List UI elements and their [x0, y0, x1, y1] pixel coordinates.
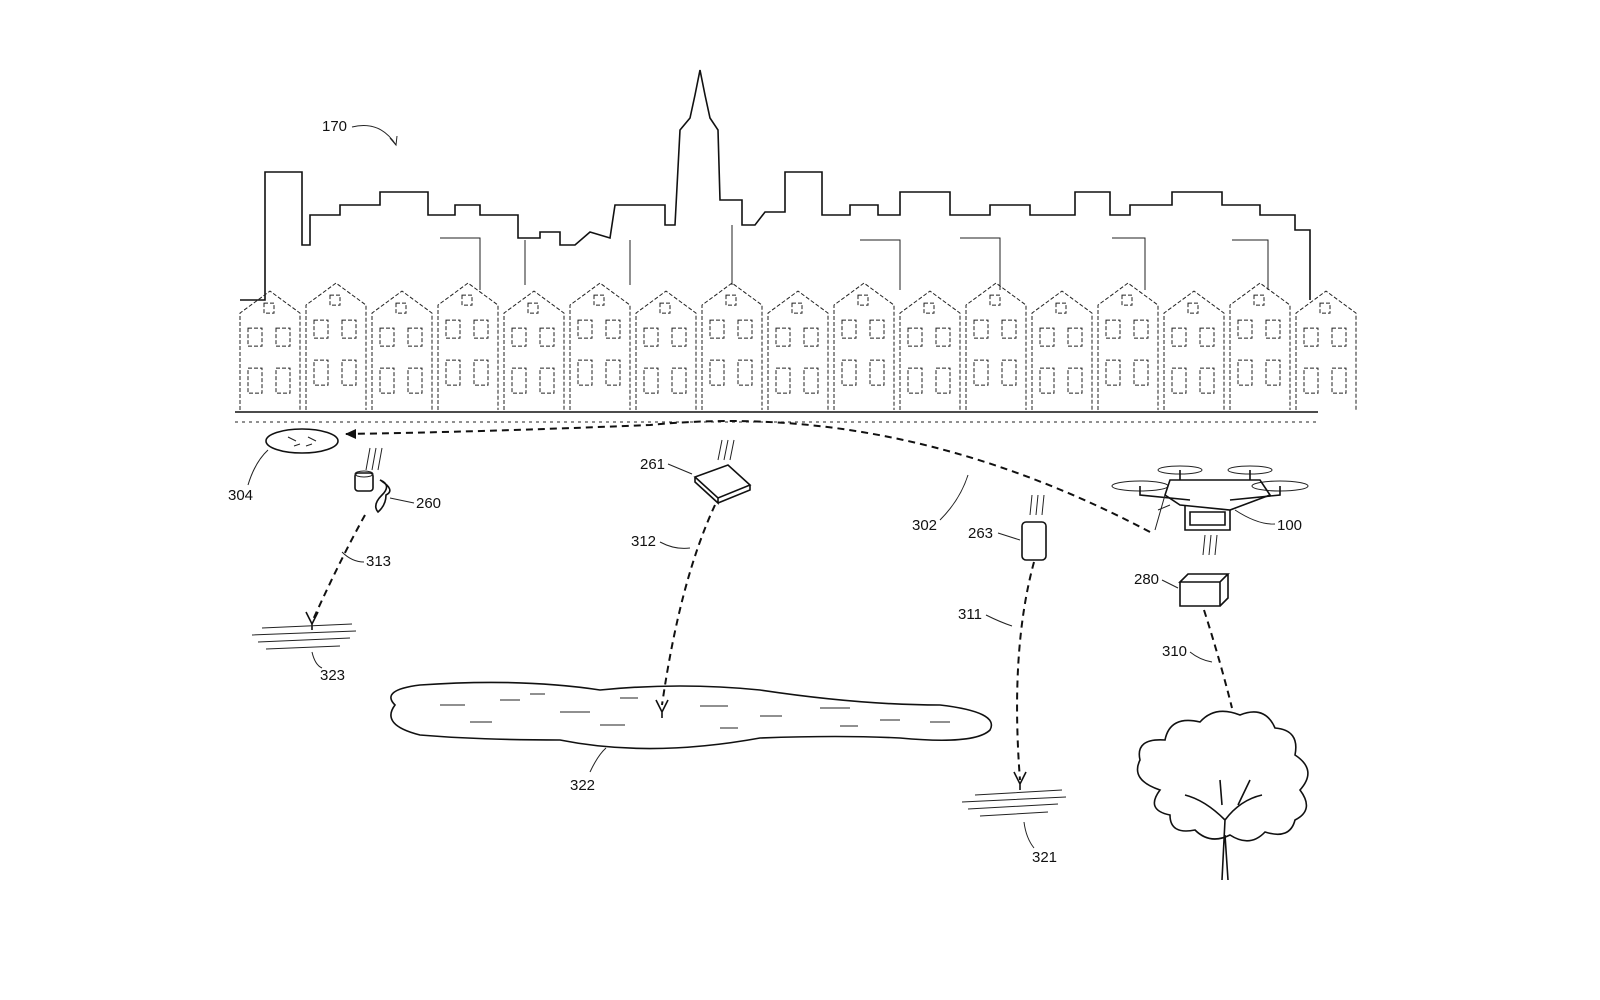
item-260-with-propeller [354, 447, 391, 514]
leader-261 [667, 463, 693, 475]
landing-pad [265, 428, 339, 454]
leader-280 [1161, 579, 1179, 589]
label-304: 304 [228, 487, 253, 504]
leader-100 [1234, 509, 1276, 525]
tree [1136, 710, 1309, 881]
leader-321 [1023, 821, 1035, 849]
label-302: 302 [912, 517, 937, 534]
leader-323 [311, 651, 323, 669]
flight-path-302 [344, 420, 1151, 533]
label-170: 170 [322, 118, 347, 135]
leader-302 [939, 474, 969, 521]
arrowhead-170 [389, 135, 398, 147]
lake-322 [390, 681, 993, 750]
leader-260 [389, 497, 415, 504]
label-310: 310 [1162, 643, 1187, 660]
leader-304 [247, 449, 269, 486]
ground-hatch-323 [251, 611, 357, 650]
leader-313 [341, 551, 365, 563]
leader-311 [985, 614, 1013, 627]
package-box-280 [1178, 573, 1230, 607]
row-houses [239, 282, 1357, 410]
trajectory-313 [311, 514, 366, 623]
label-323: 323 [320, 667, 345, 684]
label-261: 261 [640, 456, 665, 473]
item-261-flat-package [693, 439, 752, 505]
leader-322 [589, 747, 607, 773]
item-263 [1021, 494, 1047, 561]
house-facades [239, 282, 1357, 410]
label-263: 263 [968, 525, 993, 542]
label-311: 311 [958, 606, 982, 623]
trajectory-311 [1016, 561, 1035, 781]
label-322: 322 [570, 777, 595, 794]
flight-path-arrowhead [345, 429, 356, 439]
leader-312 [659, 541, 691, 549]
leader-310 [1189, 651, 1213, 663]
label-260: 260 [416, 495, 441, 512]
leader-263 [997, 532, 1021, 541]
label-313: 313 [366, 553, 391, 570]
label-312: 312 [631, 533, 656, 550]
city-skyline [240, 69, 1311, 301]
trajectory-310 [1203, 609, 1233, 709]
trajectory-312 [661, 504, 716, 706]
ground-hatch-321 [961, 771, 1067, 817]
label-100: 100 [1277, 517, 1302, 534]
label-280: 280 [1134, 571, 1159, 588]
drone-100 [1111, 465, 1309, 556]
leader-170 [351, 125, 397, 146]
label-321: 321 [1032, 849, 1057, 866]
